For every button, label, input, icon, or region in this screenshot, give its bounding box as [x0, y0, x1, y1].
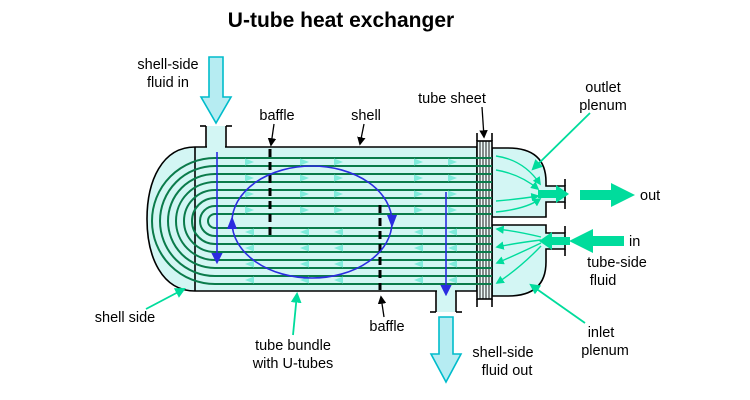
plenum-flow-arrows	[495, 155, 542, 284]
label-baffle-top: baffle	[259, 108, 294, 124]
shell-fluid-in-arrow	[199, 56, 233, 125]
label-tube-side-fluid-line2: fluid	[590, 273, 617, 289]
in-arrow	[569, 229, 624, 253]
label-shell-side-fluid-out-line2: fluid out	[482, 363, 533, 379]
inlet-plenum-pointer	[529, 283, 586, 324]
label-tube-side-fluid-line1: tube-side	[587, 255, 647, 271]
tube-sheet-pointer	[479, 106, 488, 139]
label-out: out	[640, 188, 660, 204]
label-shell: shell	[351, 108, 381, 124]
shell-inlet-nozzle	[200, 125, 232, 150]
out-arrow	[580, 183, 635, 207]
outlet-nozzle-flow-arrow	[538, 185, 569, 203]
label-tube-sheet: tube sheet	[418, 91, 486, 107]
diagram-title: U-tube heat exchanger	[228, 9, 454, 32]
label-baffle-bottom: baffle	[369, 319, 404, 335]
tube-bundle-u-tubes	[151, 157, 492, 285]
label-tube-bundle-line1: tube bundle	[255, 338, 331, 354]
label-inlet-plenum-line1: inlet	[588, 325, 615, 341]
tube-bundle-pointer	[290, 291, 302, 336]
outlet-plenum-pointer	[531, 112, 591, 171]
inlet-nozzle-flow-arrow	[539, 232, 570, 250]
shell-side-pointer	[145, 287, 186, 310]
label-shell-side-fluid-out-line1: shell-side	[472, 345, 533, 361]
tube-sheet	[476, 133, 493, 307]
label-inlet-plenum-line2: plenum	[581, 343, 629, 359]
shell-flow-path	[211, 152, 452, 297]
label-shell-side: shell side	[95, 310, 155, 326]
label-in: in	[629, 234, 640, 250]
label-shell-side-fluid-in-line1: shell-side	[137, 57, 198, 73]
baffle-bottom-pointer	[377, 295, 387, 318]
label-outlet-plenum-line1: outlet	[585, 80, 620, 96]
baffle-top-pointer	[267, 123, 277, 147]
label-outlet-plenum-line2: plenum	[579, 98, 627, 114]
shell-pointer	[357, 123, 366, 146]
shell-fluid-out-arrow	[429, 316, 463, 384]
label-tube-bundle-line2: with U-tubes	[252, 356, 334, 372]
label-shell-side-fluid-in-line2: fluid in	[147, 75, 189, 91]
